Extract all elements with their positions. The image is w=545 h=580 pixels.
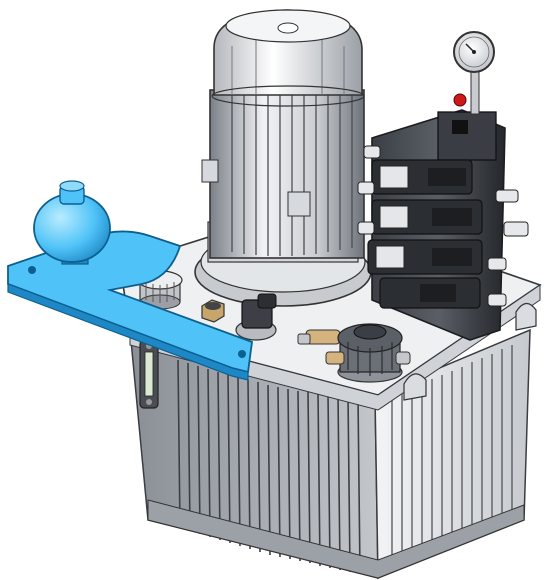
accumulator-bracket xyxy=(7,230,253,381)
motor-mount-foot xyxy=(201,159,219,183)
motor-body xyxy=(209,89,365,259)
hex-fitting xyxy=(201,299,225,323)
hose-fitting xyxy=(297,329,341,345)
lifting-lug-front xyxy=(403,373,427,401)
valve-top-block xyxy=(437,111,497,161)
solenoid-valve-4 xyxy=(379,277,481,309)
gauge-valve-knob xyxy=(453,93,467,107)
tank-right-fins xyxy=(391,345,513,572)
pressure-fitting-elbow xyxy=(235,293,277,341)
solenoid-valve-3 xyxy=(367,239,483,275)
oil-level-sight-glass xyxy=(139,339,159,409)
valve-left-fittings xyxy=(357,145,381,235)
tank-left-fins xyxy=(177,359,361,575)
tank-base xyxy=(147,499,525,579)
valve-block xyxy=(357,109,529,341)
tank-top-rim xyxy=(129,284,541,411)
motor-fins xyxy=(231,95,353,256)
solenoid-valve-2 xyxy=(371,199,483,235)
solenoid-valve-1 xyxy=(371,159,473,195)
hydraulic-accumulator xyxy=(33,180,111,265)
motor-mount-foot-2 xyxy=(287,191,311,217)
gauge-stem xyxy=(470,69,480,115)
lifting-lug-right xyxy=(515,302,537,331)
return-filter xyxy=(325,323,411,383)
electric-motor xyxy=(194,9,372,307)
valve-ports xyxy=(487,189,529,307)
pressure-gauge xyxy=(453,31,495,115)
